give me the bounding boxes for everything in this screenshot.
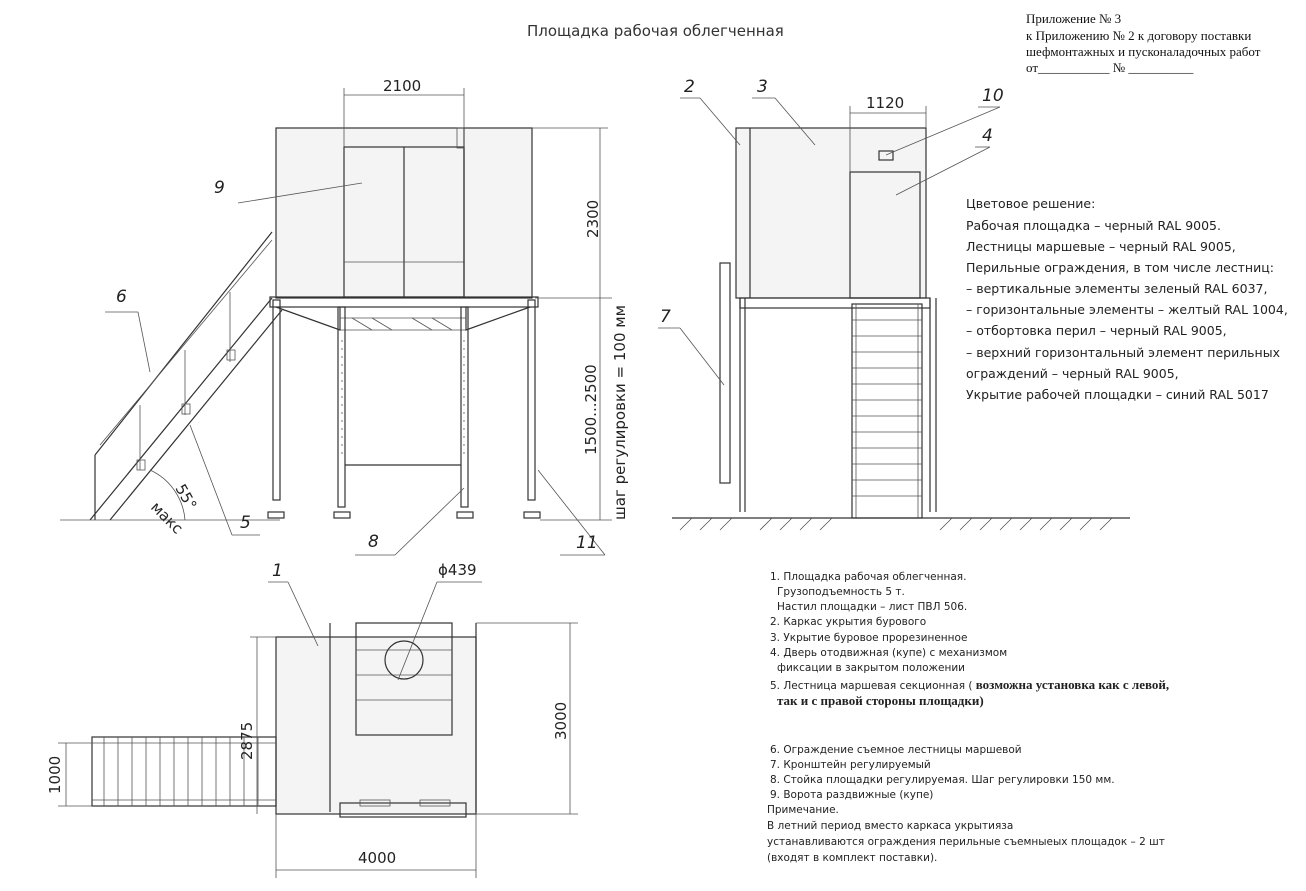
color-line: – горизонтальные элементы – желтый RAL 1…: [966, 302, 1288, 317]
callout-5: 5: [240, 513, 251, 533]
callout-9: 9: [214, 178, 225, 198]
callout-11: 11: [576, 533, 598, 553]
dim-height-top: 2300: [584, 200, 602, 238]
platform-deck: [269, 296, 539, 308]
color-line: Лестницы маршевые – черный RAL 9005,: [966, 239, 1236, 254]
color-line: Рабочая площадка – черный RAL 9005.: [966, 218, 1221, 233]
dim-plan-stair-width: 1000: [46, 756, 64, 794]
callout-8: 8: [368, 532, 379, 552]
color-scheme: Цветовое решение: Рабочая площадка – чер…: [966, 196, 1288, 402]
callout-1: 1: [272, 561, 283, 581]
note-7: 7. Кронштейн регулируемый: [770, 759, 931, 771]
callout-10: 10: [982, 86, 1004, 106]
remark-line: В летний период вместо каркаса укрытияза: [767, 820, 1013, 832]
side-enclosure: [735, 127, 927, 299]
color-line: Укрытие рабочей площадки – синий RAL 501…: [966, 387, 1269, 402]
callout-7: 7: [660, 307, 671, 327]
color-heading: Цветовое решение:: [966, 196, 1095, 211]
drawing-title: Площадка рабочая облегченная: [527, 22, 784, 40]
callout-6: 6: [116, 287, 127, 307]
plan-stair: [91, 736, 277, 807]
side-stair: [851, 303, 923, 519]
color-line: – верхний горизонтальный элемент перильн…: [966, 345, 1280, 360]
plan-outline: [275, 636, 477, 815]
dim-width-front: 2100: [383, 77, 421, 95]
adjustable-bracket: [719, 262, 731, 484]
plan-view: 1000 2875 3000 4000 ϕ439 1: [46, 561, 578, 878]
appendix-line-4: от___________ № __________: [1026, 60, 1194, 75]
marching-stair: [89, 231, 283, 521]
remark-line: (входят в комплект поставки).: [767, 852, 937, 864]
color-line: ограждений – черный RAL 9005,: [966, 366, 1179, 381]
note-5-bold-cont: так и с правой стороны площадки): [777, 693, 984, 708]
note-6: 6. Ограждение съемное лестницы маршевой: [770, 744, 1022, 756]
leg-feet: [267, 511, 541, 519]
door-indicator: [878, 150, 894, 161]
note-1: 1. Площадка рабочая облегченная.: [770, 571, 966, 583]
appendix-block: Приложение № 3 к Приложению № 2 к догово…: [1026, 11, 1261, 75]
plan-gate-area: [355, 622, 453, 736]
note-5: 5. Лестница маршевая секционная ( возмож…: [770, 677, 1169, 692]
plan-opening-circle: [384, 640, 424, 680]
note-1-capacity: Грузоподъемность 5 т.: [777, 586, 905, 598]
dim-width-side: 1120: [866, 94, 904, 112]
appendix-line-2: к Приложению № 2 к договору поставки: [1026, 28, 1251, 43]
callout-2: 2: [684, 77, 695, 97]
note-1-deck: Настил площадки – лист ПВЛ 506.: [777, 601, 967, 613]
note-4-cont: фиксации в закрытом положении: [777, 662, 965, 674]
angle-value: 55°: [172, 481, 201, 513]
appendix-line-3: шефмонтажных и пусконаладочных работ: [1026, 44, 1261, 59]
front-view: макс 55° 2100 2300 1500...2500 шаг регул…: [60, 77, 629, 556]
dim-plan-diameter: ϕ439: [438, 561, 477, 579]
callout-4: 4: [982, 126, 993, 146]
color-line: Перильные ограждения, в том числе лестни…: [966, 260, 1274, 275]
dim-plan-height: 3000: [552, 702, 570, 740]
dim-plan-depth: 2875: [238, 722, 256, 760]
dim-height-legs: 1500...2500: [582, 364, 600, 455]
note-8: 8. Стойка площадки регулируемая. Шаг рег…: [770, 774, 1115, 786]
side-view: 1120 2 3 10 4 7: [658, 77, 1130, 531]
note-4: 4. Дверь отодвижная (купе) с механизмом: [770, 647, 1007, 659]
appendix-line-1: Приложение № 3: [1026, 11, 1121, 26]
color-line: – вертикальные элементы зеленый RAL 6037…: [966, 281, 1267, 296]
color-line: – отбортовка перил – черный RAL 9005,: [966, 323, 1227, 338]
remark-line: устанавливаются ограждения перильные съе…: [767, 836, 1165, 848]
dim-plan-length: 4000: [358, 849, 396, 867]
plan-bottom-rail: [339, 802, 467, 818]
dim-step-note: шаг регулировки = 100 мм: [611, 305, 629, 520]
remark-heading: Примечание.: [767, 804, 839, 816]
adjustable-legs: [272, 299, 536, 508]
note-9: 9. Ворота раздвижные (купе): [770, 789, 933, 801]
notes-list: 1. Площадка рабочая облегченная. Грузопо…: [767, 571, 1169, 864]
callout-3: 3: [757, 77, 768, 97]
note-2: 2. Каркас укрытия бурового: [770, 616, 926, 628]
note-3: 3. Укрытие буровое прорезиненное: [770, 632, 967, 644]
